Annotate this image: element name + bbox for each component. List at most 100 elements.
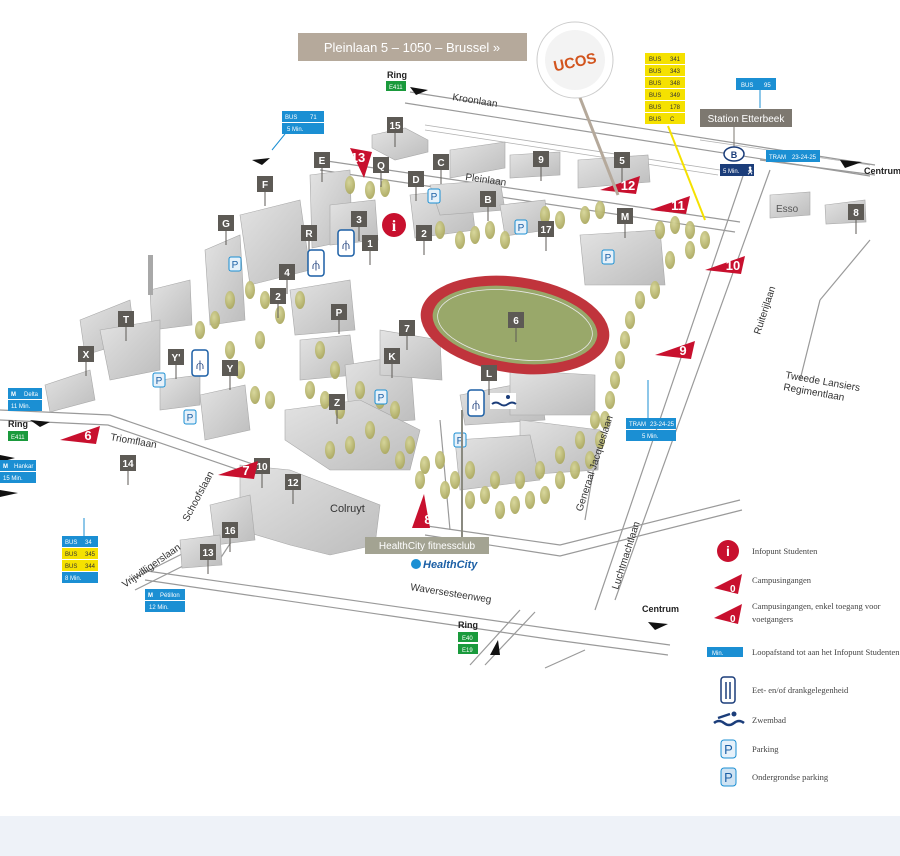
svg-text:23-24-25: 23-24-25 xyxy=(650,422,675,428)
parking-icon: P xyxy=(427,188,441,204)
station-etterbeek[interactable]: Station Etterbeek B 5 Min. 🚶︎ xyxy=(700,109,792,176)
tree xyxy=(685,241,695,259)
tree xyxy=(650,281,660,299)
tree xyxy=(535,461,545,479)
building-marker[interactable]: X xyxy=(78,346,94,376)
healthcity-sign[interactable]: HealthCity fitnessclub xyxy=(365,410,489,554)
building-marker[interactable]: 12 xyxy=(285,474,301,504)
svg-text:i: i xyxy=(392,218,397,235)
tree xyxy=(555,446,565,464)
info-marker[interactable]: i xyxy=(382,213,406,237)
tree xyxy=(320,391,330,409)
info-icon: i xyxy=(717,540,739,562)
building-number: 1 xyxy=(367,239,373,250)
tree xyxy=(490,471,500,489)
building-marker[interactable]: T xyxy=(118,311,134,341)
building-number: 7 xyxy=(404,324,410,335)
building-marker[interactable]: 2 xyxy=(270,288,286,318)
building-marker[interactable]: 6 xyxy=(508,312,524,342)
tree xyxy=(420,456,430,474)
building-marker[interactable]: 4 xyxy=(279,264,295,294)
building-marker[interactable]: 7 xyxy=(399,320,415,350)
building-number: 16 xyxy=(224,526,236,537)
parking-icon: P xyxy=(183,409,197,425)
building-marker[interactable]: K xyxy=(384,348,400,378)
legend-label: Eet- en/of drankgelegenheid xyxy=(752,685,849,695)
building-marker[interactable]: 17 xyxy=(538,221,554,251)
svg-text:0: 0 xyxy=(730,584,736,595)
esso-label: Esso xyxy=(776,204,799,215)
parking-icon: P xyxy=(228,256,242,272)
building-marker[interactable]: Y' xyxy=(168,349,184,379)
tree xyxy=(225,291,235,309)
legend-item-walk-time-icon: Min.Loopafstand tot aan het Infopunt Stu… xyxy=(707,647,900,657)
building-marker[interactable]: 5 xyxy=(614,152,630,182)
svg-text:HealthCity: HealthCity xyxy=(423,559,478,571)
svg-text:P: P xyxy=(724,770,733,785)
svg-text:Ring: Ring xyxy=(387,70,407,80)
building-marker[interactable]: F xyxy=(257,176,273,206)
building-number: Z xyxy=(334,398,340,409)
svg-text:Triomflaan: Triomflaan xyxy=(109,432,157,451)
building-marker[interactable]: E xyxy=(314,152,330,182)
address-banner[interactable]: Pleinlaan 5 – 1050 – Brussel » xyxy=(298,33,527,61)
parking-icon: P xyxy=(720,739,737,759)
building-marker[interactable]: 15 xyxy=(387,117,403,147)
svg-text:E19: E19 xyxy=(462,648,473,654)
exit-arrow xyxy=(0,490,18,497)
parking-icon: P xyxy=(514,219,528,235)
building-marker[interactable]: 16 xyxy=(222,522,238,552)
metro-petillon-sign: M Pétillon 12 Min. xyxy=(145,589,185,612)
building-marker[interactable]: M xyxy=(617,208,633,238)
building-marker[interactable]: P xyxy=(331,304,347,334)
tree xyxy=(255,331,265,349)
healthcity-logo: HealthCity xyxy=(411,559,478,571)
building-marker[interactable]: B xyxy=(480,191,496,221)
svg-text:Pétillon: Pétillon xyxy=(160,593,180,599)
building-marker[interactable]: Z xyxy=(329,394,345,424)
bus-pointer xyxy=(667,125,706,221)
chimney xyxy=(148,255,153,295)
building-marker[interactable]: 10 xyxy=(254,458,270,488)
building-marker[interactable]: 13 xyxy=(200,544,216,574)
building-marker[interactable]: C xyxy=(433,154,449,184)
campus-entrance-flag: 6 xyxy=(60,426,100,444)
tree xyxy=(330,361,340,379)
building-marker[interactable]: 1 xyxy=(362,235,378,265)
svg-text:344: 344 xyxy=(85,564,96,570)
building-number: K xyxy=(388,352,396,363)
building-marker[interactable]: 3 xyxy=(351,211,367,241)
legend-item-swimming-icon: Zwembad xyxy=(713,711,787,727)
building-number: 5 xyxy=(619,156,625,167)
entrance-number: 9 xyxy=(679,343,686,358)
building-marker[interactable]: 14 xyxy=(120,455,136,485)
svg-text:P: P xyxy=(457,436,464,447)
svg-text:BUS: BUS xyxy=(649,105,661,111)
building-number: 14 xyxy=(122,459,134,470)
building-marker[interactable]: Y xyxy=(222,360,238,390)
tree xyxy=(510,496,520,514)
building-marker[interactable]: G xyxy=(218,215,234,245)
svg-text:341: 341 xyxy=(670,57,681,63)
building-number: B xyxy=(484,195,491,206)
tree xyxy=(555,211,565,229)
svg-text:Waversesteenweg: Waversesteenweg xyxy=(410,582,493,606)
walk-time-icon: Min. xyxy=(707,647,743,657)
building-marker[interactable]: D xyxy=(408,171,424,201)
parking-icon: P xyxy=(374,389,388,405)
building-marker[interactable]: 9 xyxy=(533,151,549,181)
svg-text:P: P xyxy=(518,223,525,234)
building-marker[interactable]: 2 xyxy=(416,225,432,255)
entrance-number: 6 xyxy=(84,428,91,443)
building-marker[interactable]: 8 xyxy=(848,204,864,234)
tree xyxy=(210,311,220,329)
svg-text:Min.: Min. xyxy=(712,651,724,657)
entrance-number: 7 xyxy=(242,463,249,478)
building-marker[interactable]: Q xyxy=(373,157,389,187)
svg-text:BUS: BUS xyxy=(65,552,77,558)
building-marker[interactable]: L xyxy=(481,365,497,395)
